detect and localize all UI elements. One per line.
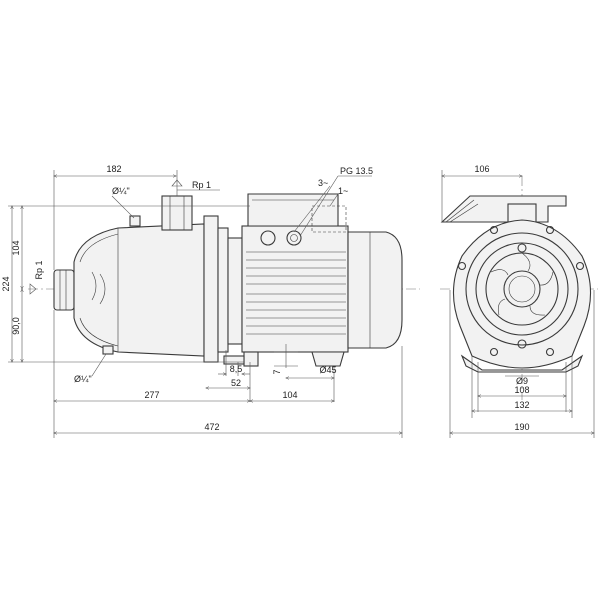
motor-body — [241, 225, 349, 353]
dim-108: 108 — [514, 385, 529, 395]
bolt-hole-bl — [489, 347, 499, 357]
cooling-fins — [246, 251, 346, 335]
dim-8-5: 8,5 — [230, 364, 243, 374]
vent-plug — [129, 215, 141, 227]
dim-104: 104 — [11, 240, 21, 255]
bolt-hole-r — [575, 261, 585, 271]
side-dimensions: 182 Rp 1 Ø¼" 224 104 90,0 Rp 1 Ø¼" 8,5 5… — [1, 164, 402, 438]
dim-190: 190 — [514, 422, 529, 432]
dim-472: 472 — [204, 422, 219, 432]
dim-9: Ø9 — [516, 376, 528, 386]
single-phase-label: 1~ — [338, 186, 348, 196]
foot-rear — [311, 351, 345, 367]
cable-gland-right — [286, 230, 302, 246]
dim-132: 132 — [514, 400, 529, 410]
suction-thread-label: Rp 1 — [34, 260, 44, 279]
terminal-box — [247, 193, 339, 227]
lantern — [217, 227, 229, 353]
dim-277: 277 — [144, 390, 159, 400]
discharge-nozzle — [161, 195, 193, 231]
bolt-hole-tl — [489, 225, 499, 235]
dim-104-foot: 104 — [282, 390, 297, 400]
front-view — [440, 176, 598, 400]
pump-casing — [73, 223, 205, 357]
fan-cover — [347, 231, 403, 349]
front-dimensions: 106 Ø9 108 132 190 — [442, 164, 594, 438]
bolt-hole-tr — [545, 225, 555, 235]
three-phase-label: 3~ — [318, 178, 328, 188]
dim-106: 106 — [474, 164, 489, 174]
dim-7: 7 — [272, 369, 282, 374]
bolt-hole-l — [457, 261, 467, 271]
cable-gland-label: PG 13.5 — [340, 166, 373, 176]
front-flange-ring — [465, 232, 579, 346]
discharge-thread-label: Rp 1 — [192, 180, 211, 190]
dim-90: 90,0 — [11, 317, 21, 335]
front-suction-bore — [503, 270, 541, 308]
vent-plug-label: Ø¼" — [112, 186, 130, 196]
front-vent-plug — [517, 243, 527, 253]
foot-front — [243, 351, 259, 367]
dim-182: 182 — [106, 164, 121, 174]
cable-gland-left — [260, 230, 276, 246]
drain-plug — [102, 345, 114, 355]
dim-224: 224 — [1, 276, 11, 291]
drain-plug-label: Ø¼" — [74, 374, 92, 384]
flange — [203, 215, 219, 363]
front-drain-plug — [517, 339, 527, 349]
suction-nozzle — [53, 269, 75, 311]
side-view — [28, 193, 420, 367]
bolt-hole-br — [545, 347, 555, 357]
dim-52: 52 — [231, 378, 241, 388]
front-base — [460, 354, 584, 373]
impeller-vanes — [490, 252, 554, 316]
dim-45: Ø45 — [319, 365, 336, 375]
front-terminal-box — [440, 195, 567, 223]
